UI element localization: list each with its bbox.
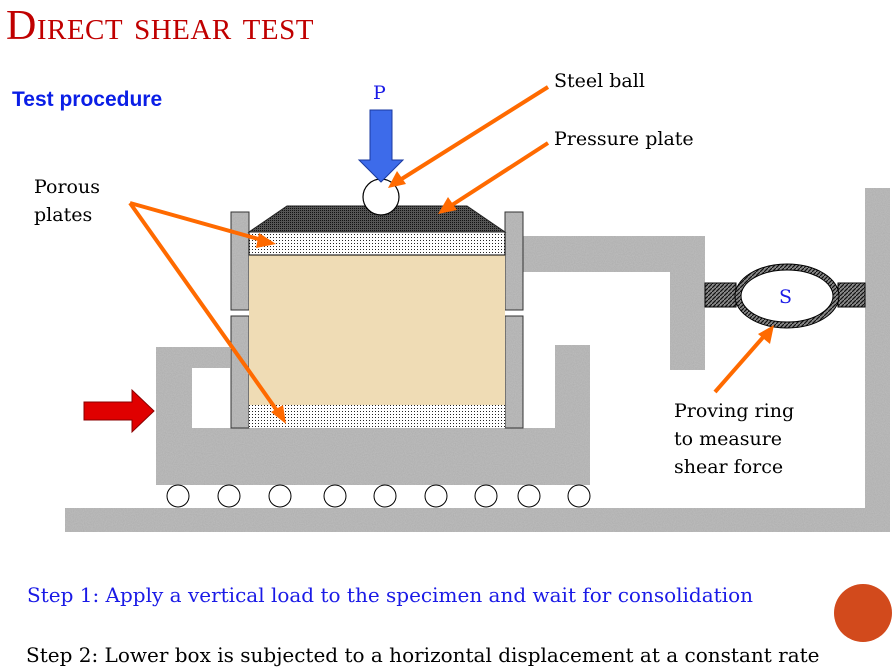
porous-plates-label-line1: Porous xyxy=(34,176,100,198)
porous-plate-bottom xyxy=(249,405,505,428)
push-arrow-icon xyxy=(83,388,155,434)
slide-title: Direct shear test xyxy=(6,3,314,49)
porous-plate-top xyxy=(248,231,506,256)
proving-ring-label-line1: Proving ring xyxy=(674,400,795,422)
load-label: P xyxy=(373,82,386,104)
soil-specimen xyxy=(249,255,505,405)
step-1-text: Step 1: Apply a vertical load to the spe… xyxy=(27,583,754,607)
ring-label: S xyxy=(779,286,792,308)
proving-ring-label-line2: to measure xyxy=(674,428,783,450)
load-arrow-icon xyxy=(357,109,405,183)
proving-ring-label-line3: shear force xyxy=(674,456,784,478)
callout-arrows xyxy=(128,85,774,424)
proving-ring: S xyxy=(704,263,866,329)
section-heading: Test procedure xyxy=(12,88,163,111)
orange-circle-icon xyxy=(834,584,892,642)
step-2-text: Step 2: Lower box is subjected to a hori… xyxy=(26,643,820,667)
steel-ball-label: Steel ball xyxy=(554,70,645,92)
porous-plates-label-line2: plates xyxy=(34,204,93,226)
rollers xyxy=(166,484,591,508)
pressure-plate-label: Pressure plate xyxy=(554,128,694,150)
